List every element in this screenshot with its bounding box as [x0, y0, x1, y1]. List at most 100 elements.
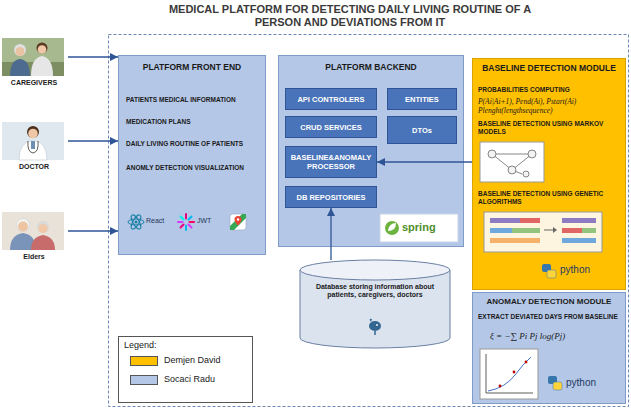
node-text: Database storing information about patie…	[312, 283, 438, 300]
genetic-algorithm-illustration	[562, 238, 596, 243]
node-text: python	[566, 377, 616, 389]
node-text: P(Ai|Ai+1), Pend(Ai), Pstart(Ai) Plenght…	[478, 97, 622, 115]
component-label: CRUD SERVICES	[300, 123, 362, 132]
genetic-algorithm-illustration	[490, 228, 512, 233]
genetic-algorithm-illustration	[520, 218, 540, 223]
elders-photo	[18, 222, 28, 232]
maps-logo	[230, 214, 246, 230]
caregivers-photo	[14, 44, 26, 56]
python-logo	[548, 376, 562, 390]
spring-logo	[380, 214, 458, 242]
doctor-photo	[28, 141, 38, 153]
text-slot: DB REPOSITORIES	[286, 187, 376, 207]
elders-photo	[2, 212, 64, 250]
text-slot: PLATFORM FRONT END	[122, 62, 262, 72]
node-text: DAILY LIVING ROUTINE OF PATIENTS	[126, 140, 262, 148]
text-slot: DTOs	[388, 117, 456, 143]
text-slot: PATIENTS MEDICAL INFORMATION	[126, 96, 262, 104]
text-slot: CRUD SERVICES	[286, 117, 376, 137]
connector-arrow	[68, 230, 118, 231]
spring-logo	[388, 223, 396, 231]
legend-slot: Socaci Radu	[164, 374, 244, 385]
component-label: ENTITIES	[405, 95, 439, 104]
react-logo	[135, 221, 138, 224]
node-text: PLATFORM FRONT END	[122, 62, 262, 72]
text-slot: PLATFORM BACKEND	[282, 62, 460, 72]
jwt-logo	[178, 221, 183, 223]
component-box: DB REPOSITORIES	[285, 186, 377, 208]
genetic-algorithm-illustration	[490, 218, 520, 223]
connector-arrow	[68, 56, 118, 57]
node-text: PROBABILITIES COMPUTING	[478, 86, 622, 94]
genetic-algorithm-illustration	[562, 228, 582, 233]
genetic-algorithm-illustration	[582, 228, 596, 233]
caregivers-photo	[38, 45, 47, 54]
genetic-algorithm-illustration	[553, 227, 557, 233]
connector-arrow	[68, 140, 118, 141]
text-slot: ENTITIES	[388, 89, 456, 109]
maps-logo	[235, 216, 242, 226]
deviation-chart	[480, 349, 538, 399]
node-text: ANOMALY DETECTION MODULE	[476, 297, 622, 307]
node-text: BASELINE DETECTION USING GENETIC ALGORIT…	[478, 190, 622, 206]
connector-arrow	[330, 208, 331, 260]
text-slot: BASELINE DETECTION USING GENETIC ALGORIT…	[478, 190, 622, 206]
elders-photo	[17, 219, 30, 232]
react-logo	[128, 219, 144, 225]
markov-illustration	[480, 142, 544, 182]
jwt-logo	[189, 225, 192, 228]
deviation-chart	[513, 371, 516, 374]
node-text: BASELINE DETECTION USING MARKOV MODELS	[478, 120, 622, 136]
markov-illustration	[488, 150, 496, 158]
platform-boundary	[109, 35, 629, 407]
node-text: PLATFORM BACKEND	[282, 62, 460, 72]
node-text: ξ = −∑ Pi Pj log(Pj)	[490, 331, 620, 342]
connector-arrow	[377, 161, 472, 162]
react-logo	[129, 214, 142, 231]
postgres-logo	[374, 331, 376, 335]
spring-logo	[385, 221, 399, 235]
text-slot: ξ = −∑ Pi Pj log(Pj)	[490, 331, 620, 342]
deviation-chart	[480, 349, 538, 399]
component-box: DTOs	[387, 116, 457, 144]
elders-photo	[38, 224, 47, 233]
component-box: BASELINE&ANOMALY PROCESSOR	[285, 146, 377, 178]
elders-photo	[37, 221, 49, 233]
caregivers-photo	[37, 43, 48, 54]
node-text: CAREGIVERS	[2, 79, 66, 87]
jwt-logo	[185, 226, 187, 231]
text-slot: BASELINE DETECTION USING MARKOV MODELS	[478, 120, 622, 136]
deviation-chart	[488, 357, 531, 391]
genetic-algorithm-illustration	[512, 228, 540, 233]
text-slot: BASELINE&ANOMALY PROCESSOR	[286, 147, 376, 177]
elders-photo	[31, 235, 55, 250]
legend-text: Demjen David	[164, 355, 244, 366]
python-logo	[542, 264, 556, 278]
caregivers-photo	[16, 47, 25, 56]
node-text: MEDICATION PLANS	[126, 118, 262, 126]
text-slot: python	[566, 377, 616, 389]
genetic-algorithm-illustration	[562, 218, 596, 223]
text-slot: ANOMALY DETECTION MODULE	[476, 297, 622, 307]
genetic-algorithm-illustration	[490, 238, 540, 243]
title-slot: MEDICAL PLATFORM FOR DETECTING DAILY LIV…	[150, 3, 550, 29]
component-label: BASELINE&ANOMALY PROCESSOR	[288, 153, 374, 171]
node-text: React	[146, 217, 176, 225]
component-label: DTOs	[412, 126, 432, 135]
doctor-photo	[27, 126, 39, 138]
genetic-algorithm-illustration	[484, 212, 602, 252]
component-label: API CONTROLERS	[297, 95, 364, 104]
spring-logo	[380, 214, 458, 242]
doctor-photo	[31, 141, 35, 149]
text-slot: API CONTROLERS	[286, 89, 376, 109]
python-logo	[547, 270, 556, 278]
caregivers-photo	[31, 56, 53, 76]
legend-swatch	[130, 375, 158, 385]
node-text: ANOMLY DETECTION VISUALIZATION	[126, 164, 262, 172]
jwt-logo	[181, 217, 184, 220]
text-slot: Elders	[2, 253, 66, 261]
jwt-logo	[178, 214, 194, 230]
database-cylinder	[300, 270, 450, 348]
